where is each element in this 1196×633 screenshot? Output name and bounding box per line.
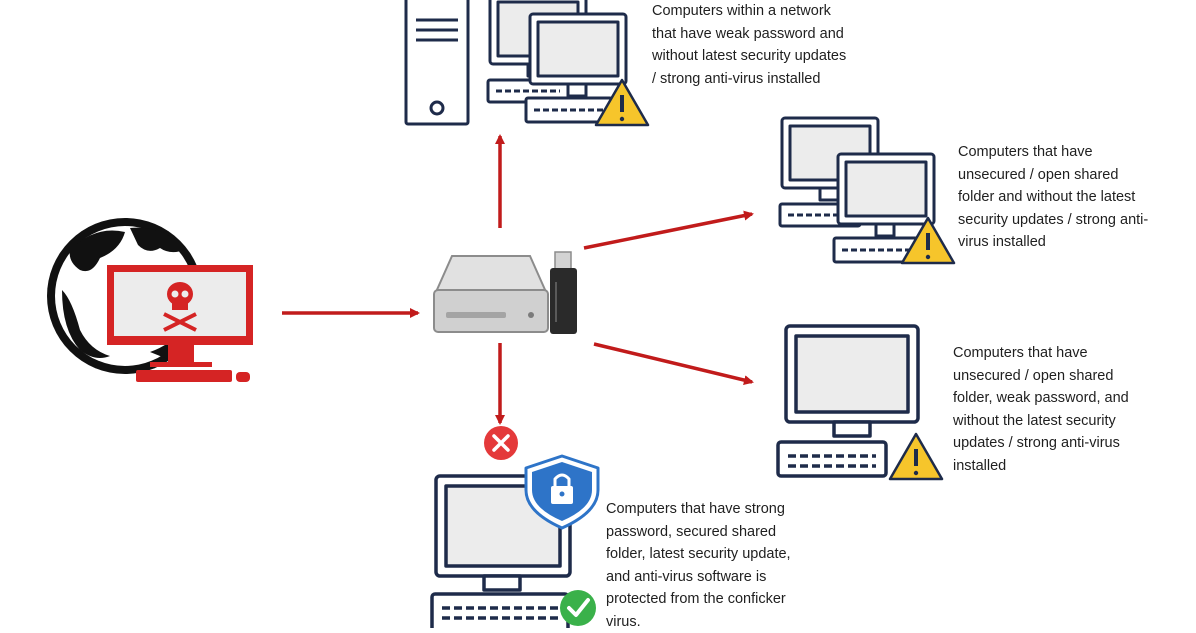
shared-folder-computers-group xyxy=(778,116,956,265)
infected-computer-globe-icon xyxy=(47,218,253,382)
red-x-circle-icon xyxy=(484,426,518,460)
computer-icon xyxy=(776,324,920,478)
arrow-hub-to-vulnerable-computer xyxy=(593,342,754,385)
computer-icon xyxy=(832,152,936,264)
network-computers-description: Computers within a network that have wea… xyxy=(652,3,847,87)
arrow-hub-to-shared-folder-computers xyxy=(583,210,754,250)
warning-triangle-icon xyxy=(900,216,956,265)
warning-triangle-icon xyxy=(888,432,944,481)
server-tower-icon xyxy=(404,0,470,126)
network-computers-group xyxy=(404,0,650,127)
shared-folder-computers-description: Computers that have unsecured / open sha… xyxy=(958,144,1149,250)
vulnerable-computer-description: Computers that have unsecured / open sha… xyxy=(953,345,1129,474)
vulnerable-computer-group xyxy=(776,324,944,481)
warning-triangle-icon xyxy=(594,78,650,127)
shield-lock-icon xyxy=(524,454,600,530)
protected-computer-description: Computers that have strong password, sec… xyxy=(606,501,791,630)
protected-computer-group xyxy=(430,454,600,628)
skull-icon xyxy=(163,282,197,332)
green-check-circle-icon xyxy=(560,590,596,626)
computer-icon xyxy=(524,12,628,124)
storage-drive-usb-icon xyxy=(433,251,577,334)
